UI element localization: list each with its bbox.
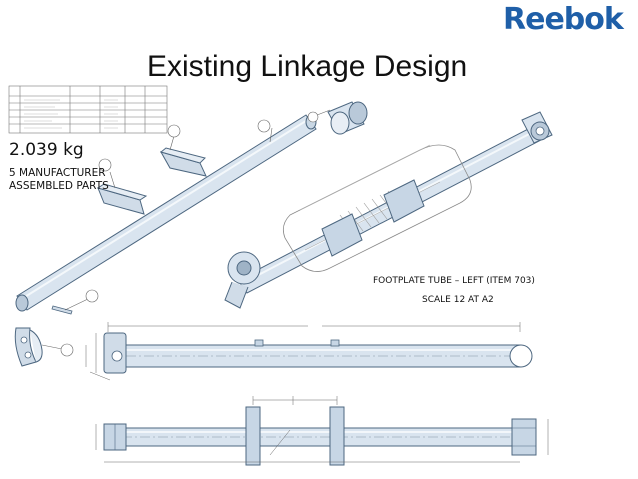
parts-note-line-2: ASSEMBLED PARTS <box>9 180 109 192</box>
sleeve-part <box>327 101 368 135</box>
footplate-assembly-3d <box>224 111 553 309</box>
pin-part <box>51 305 73 315</box>
drawing-caption: FOOTPLATE TUBE – LEFT (ITEM 703) SCALE 1… <box>373 272 535 310</box>
bracket-part-upper <box>159 147 207 177</box>
side-elevation-view <box>85 322 533 381</box>
reebok-logo: Reebok <box>503 2 624 37</box>
leader-balloons <box>41 109 331 357</box>
clevis-part <box>14 327 43 367</box>
assembly-weight: 2.039 kg <box>9 140 84 160</box>
footplate-tube-3d <box>15 114 317 312</box>
parts-note: 5 MANUFACTURER ASSEMBLED PARTS <box>9 167 109 193</box>
bill-of-materials-table <box>8 85 168 134</box>
caption-line-1: FOOTPLATE TUBE – LEFT (ITEM 703) <box>373 276 535 286</box>
bracket-part-lower <box>96 183 148 215</box>
page-title: Existing Linkage Design <box>147 50 468 83</box>
plan-view <box>95 396 549 466</box>
caption-line-2: SCALE 12 AT A2 <box>422 295 494 305</box>
parts-note-line-1: 5 MANUFACTURER <box>9 167 106 179</box>
